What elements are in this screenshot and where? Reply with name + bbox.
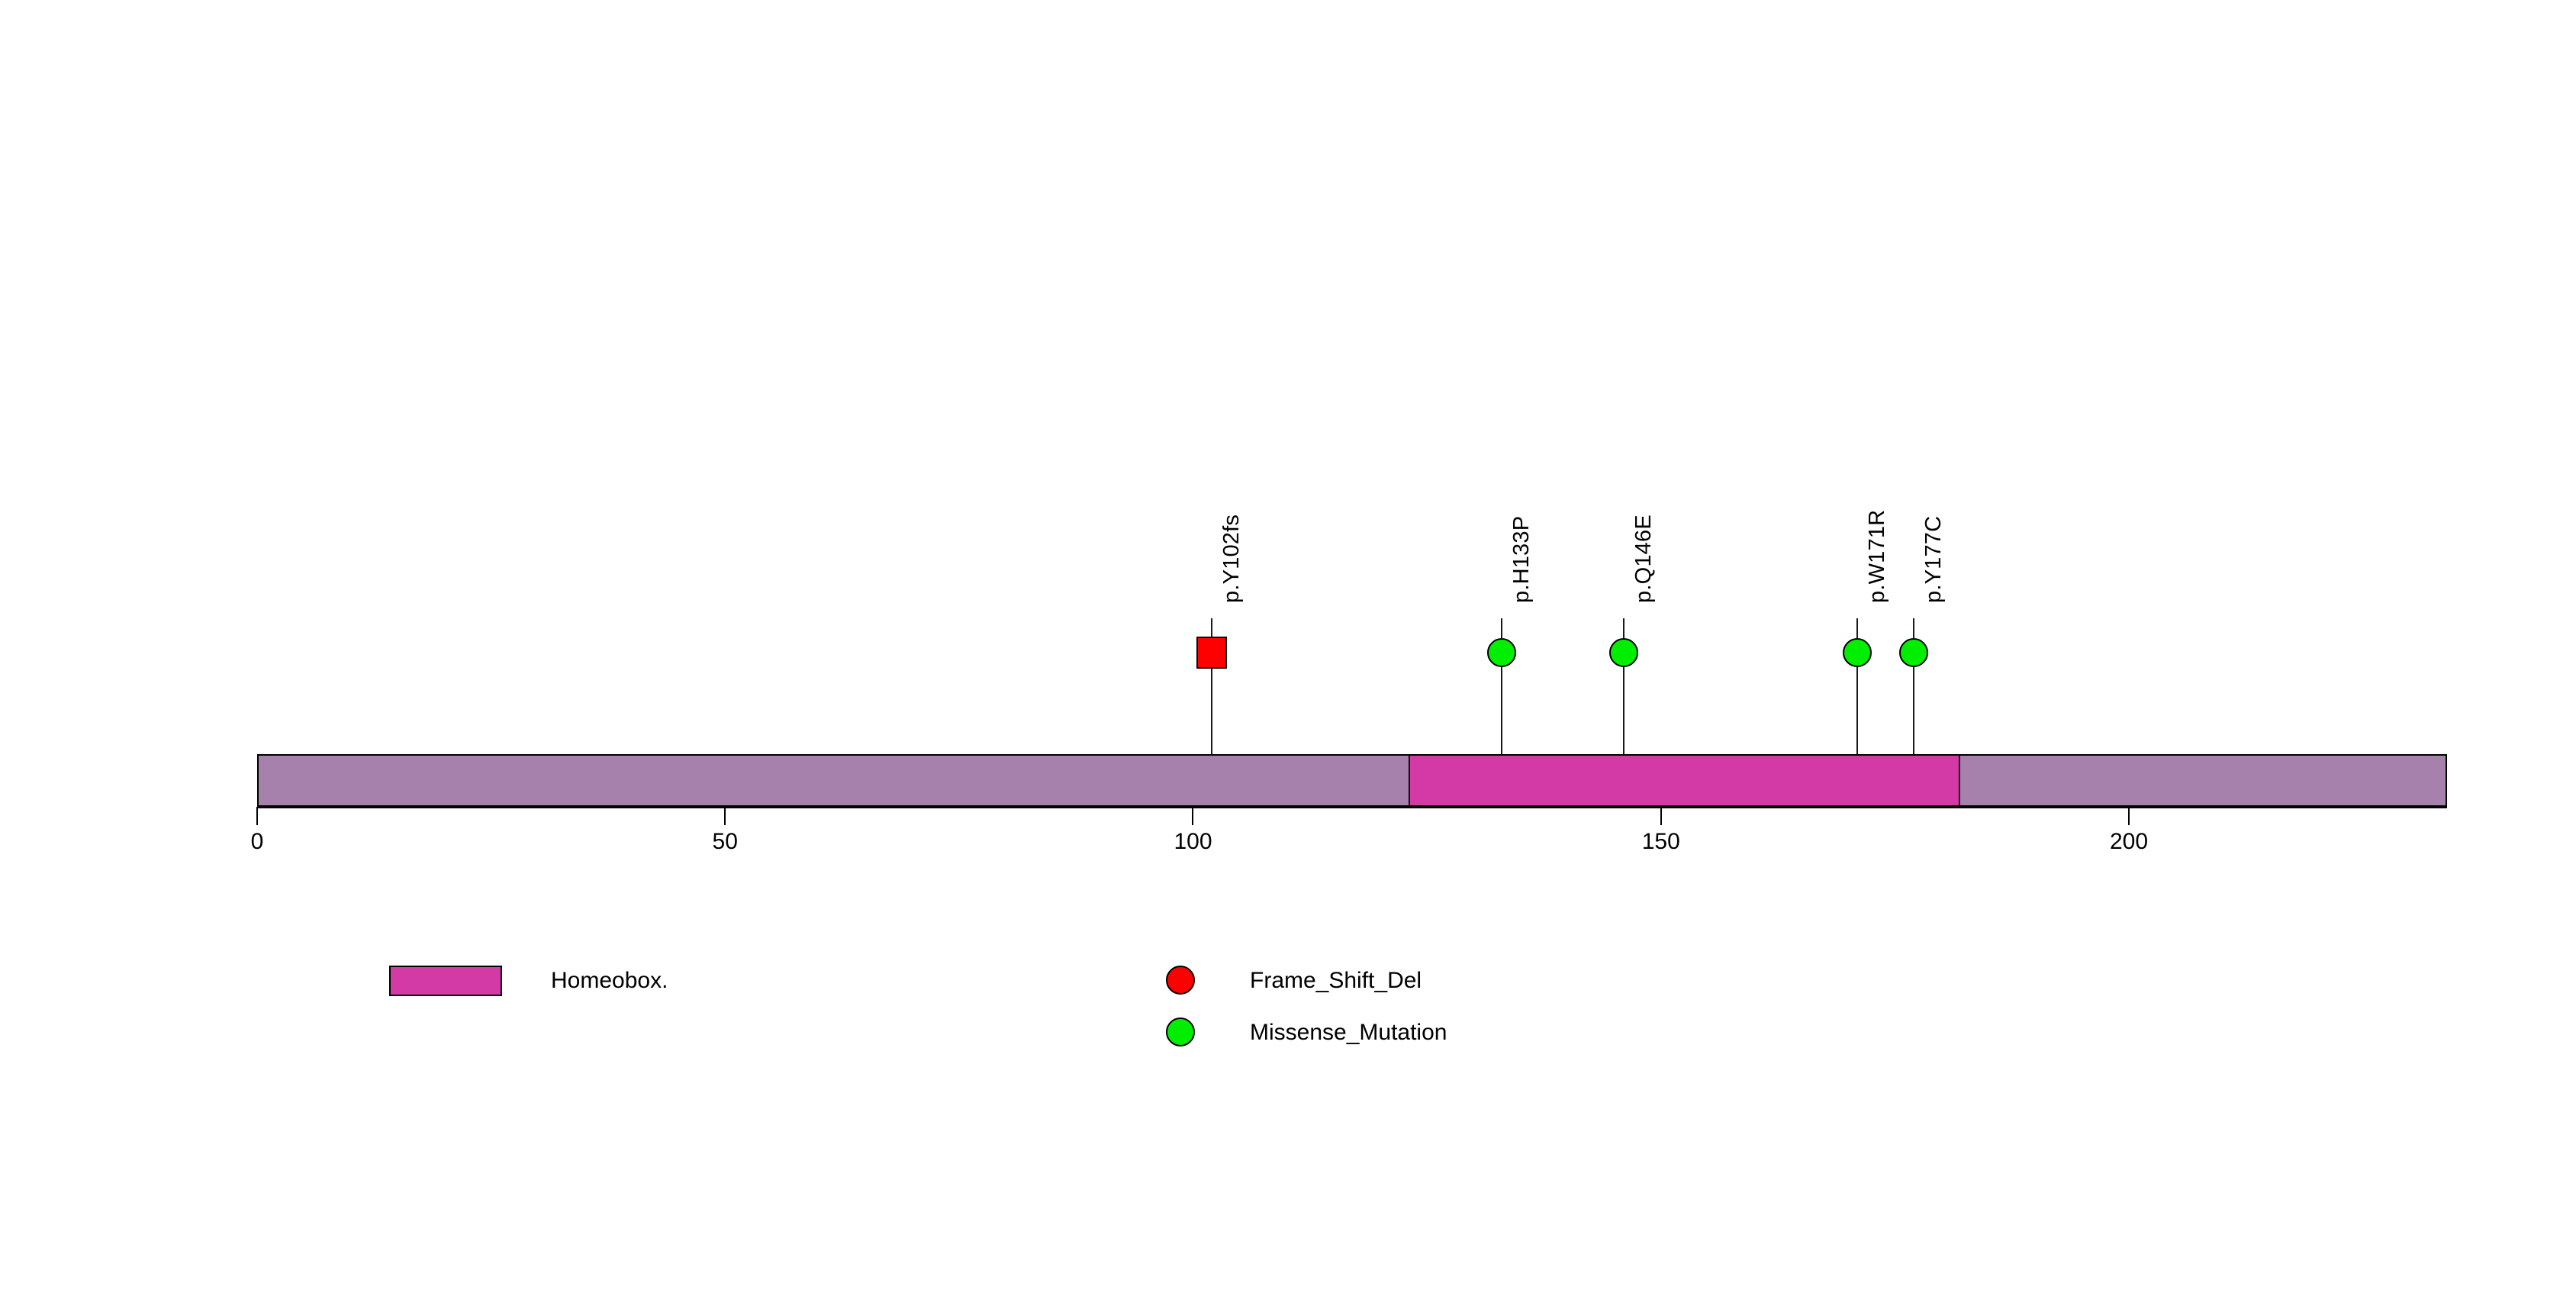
axis-tick-label: 100 — [1174, 829, 1212, 854]
lollipop-stem — [1211, 618, 1213, 807]
legend-swatch-mutation — [1166, 1017, 1195, 1047]
axis-tick — [256, 807, 258, 825]
lollipop-label: p.W171R — [1865, 509, 1890, 603]
legend-label-mutation: Missense_Mutation — [1250, 1020, 1447, 1045]
axis-tick — [724, 807, 726, 825]
lollipop-head[interactable] — [1608, 638, 1638, 667]
axis-tick — [1660, 807, 1662, 825]
axis-tick-label: 200 — [2109, 829, 2149, 854]
legend-label-mutation: Frame_Shift_Del — [1250, 968, 1422, 993]
lollipop-head[interactable] — [1196, 637, 1228, 669]
lollipop-stem — [1856, 618, 1859, 807]
axis-tick-label: 150 — [1641, 829, 1680, 854]
legend-swatch-domain — [389, 966, 502, 996]
lollipop-label: p.Y177C — [1921, 515, 1946, 603]
protein-backbone — [257, 754, 2447, 807]
axis-tick-label: 50 — [712, 829, 738, 854]
lollipop-head[interactable] — [1843, 638, 1872, 667]
protein-domain — [1408, 756, 1961, 805]
lollipop-stem — [1912, 618, 1914, 807]
lollipop-stem — [1501, 618, 1503, 807]
axis-tick — [1192, 807, 1194, 825]
lollipop-label: p.Y102fs — [1219, 514, 1245, 603]
legend-label-domain: Homeobox. — [551, 968, 668, 993]
x-axis-line — [257, 807, 2447, 808]
lollipop-label: p.H133P — [1509, 515, 1534, 603]
lollipop-stem — [1622, 618, 1624, 807]
axis-tick-label: 0 — [250, 829, 264, 854]
lollipop-label: p.Q146E — [1631, 514, 1656, 603]
lollipop-head[interactable] — [1898, 638, 1928, 667]
lollipop-head[interactable] — [1487, 638, 1517, 667]
legend-swatch-mutation — [1166, 966, 1195, 995]
axis-tick — [2127, 807, 2130, 825]
